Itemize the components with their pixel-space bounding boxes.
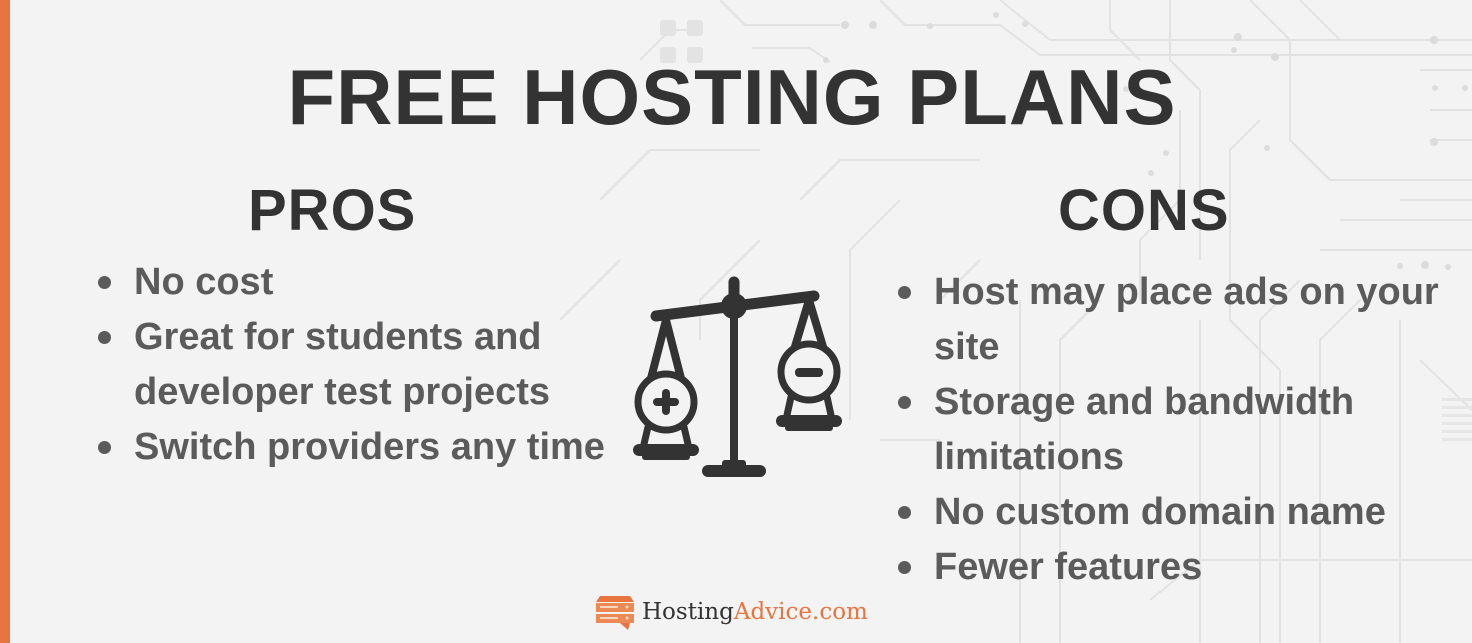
cons-heading: CONS xyxy=(1058,178,1230,243)
server-chat-bubble-icon xyxy=(596,596,634,630)
cons-item-text: Fewer features xyxy=(934,546,1203,588)
bullet-icon xyxy=(898,286,911,299)
bullet-icon xyxy=(898,396,911,409)
balance-scale-icon xyxy=(633,276,842,477)
cons-list-item: Host may place ads on your site xyxy=(896,265,1456,375)
cons-item-text: No custom domain name xyxy=(934,491,1386,533)
bullet-icon xyxy=(98,276,111,289)
bullet-icon xyxy=(98,331,111,344)
cons-item-text: Host may place ads on your site xyxy=(934,271,1439,368)
bullet-icon xyxy=(898,506,911,519)
pros-list-item: Switch providers any time xyxy=(96,420,616,475)
cons-item-text: Storage and bandwidth limitations xyxy=(934,381,1355,478)
hostingadvice-logo[interactable]: HostingAdvice.com xyxy=(594,594,868,630)
page-title: FREE HOSTING PLANS xyxy=(287,53,1177,141)
cons-list-item: No custom domain name xyxy=(896,485,1456,540)
pros-item-text: Great for students and developer test pr… xyxy=(134,316,551,413)
pros-heading: PROS xyxy=(248,178,417,243)
logo-text: HostingAdvice.com xyxy=(642,594,868,630)
pros-list-item: No cost xyxy=(96,255,616,310)
logo-text-hosting: Hosting xyxy=(642,599,734,625)
bullet-icon xyxy=(98,441,111,454)
cons-list: Host may place ads on your site Storage … xyxy=(896,265,1456,595)
pros-item-text: No cost xyxy=(134,261,274,303)
pros-item-text: Switch providers any time xyxy=(134,426,605,468)
cons-list-item: Storage and bandwidth limitations xyxy=(896,375,1456,485)
logo-text-advice: Advice.com xyxy=(733,599,868,625)
pros-list: No cost Great for students and developer… xyxy=(96,255,616,475)
left-accent-bar xyxy=(0,0,10,643)
cons-list-item: Fewer features xyxy=(896,540,1456,595)
pros-list-item: Great for students and developer test pr… xyxy=(96,310,616,420)
bullet-icon xyxy=(898,561,911,574)
